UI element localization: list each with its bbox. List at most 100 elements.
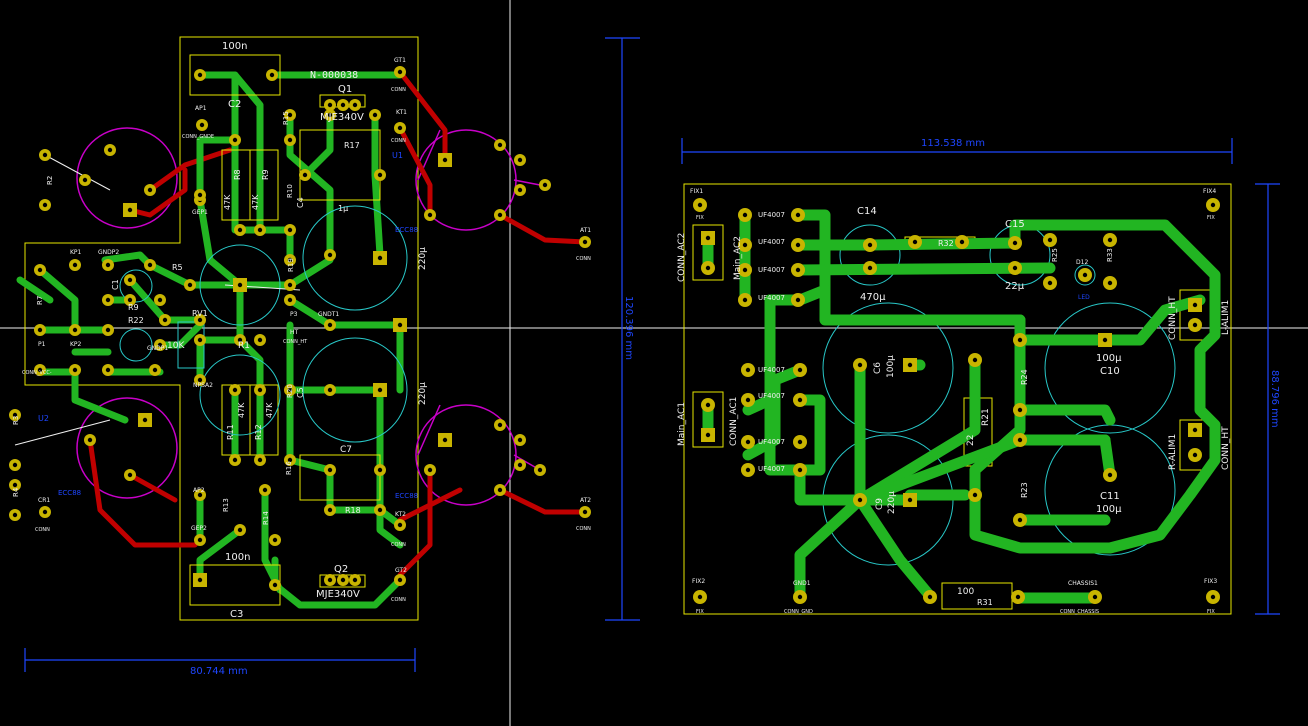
pad-hole (795, 297, 801, 303)
label-at2: AT2 (580, 497, 591, 504)
pad-hole (327, 507, 333, 513)
label-c7: C7 (340, 445, 352, 455)
pad-hole (287, 227, 293, 233)
pad-hole (497, 142, 503, 148)
label-conn-ac1: CONN_AC1 (729, 397, 739, 446)
pad-hole (582, 239, 588, 245)
pad-hole (105, 262, 111, 268)
pad-hole (37, 327, 43, 333)
label-fix1: FIX1 (690, 188, 703, 195)
label-c-1u: 1µ (338, 204, 348, 213)
pad-hole (1082, 272, 1088, 278)
label-main-ac2: Main_AC2 (733, 236, 743, 280)
pad-hole (1210, 594, 1216, 600)
pad-hole (857, 362, 863, 368)
pad-hole (237, 282, 243, 288)
pad-hole (237, 227, 243, 233)
pad-hole (742, 242, 748, 248)
label-r32: R32 (938, 239, 954, 248)
pad-hole (142, 417, 148, 423)
c3-ref: C3 (230, 609, 243, 620)
label-conn-ac2: CONN_AC2 (677, 233, 687, 282)
pad-hole (105, 327, 111, 333)
q2-ref: Q2 (334, 564, 348, 575)
pad-hole (105, 367, 111, 373)
label-r8: R8 (233, 169, 242, 180)
silk-cyan (119, 205, 408, 443)
top-copper-traces (87, 69, 588, 578)
pad-hole (107, 147, 113, 153)
pad-hole (197, 377, 203, 383)
pad-hole (327, 112, 333, 118)
pad-hole (705, 235, 711, 241)
pad-hole (377, 255, 383, 261)
label-ecc88-c: ECC88 (395, 492, 418, 500)
pad-hole (1012, 240, 1018, 246)
pad-hole (340, 577, 346, 583)
label-c9: C9 (875, 498, 885, 510)
pad-hole (1092, 594, 1098, 600)
label-r22: R22 (128, 316, 144, 325)
label-kt1: KT1 (396, 109, 407, 116)
label-r10: R10 (286, 184, 294, 198)
pad-hole (232, 137, 238, 143)
label-d12: D12 (1076, 259, 1088, 266)
pad-hole (37, 267, 43, 273)
pad-hole (232, 457, 238, 463)
pad-hole (42, 509, 48, 515)
label-gep1: GEP1 (192, 209, 208, 216)
label-c11-val: 100µ (1096, 504, 1122, 515)
left-labels: 100n C2 100n C3 N-000038 Q1 MJE340V Q2 M… (12, 41, 591, 620)
pad-hole (1047, 280, 1053, 286)
label-fix3: FIX3 (1204, 578, 1217, 585)
pad-hole (797, 367, 803, 373)
pad-hole (272, 537, 278, 543)
label-ht: HT (290, 329, 299, 336)
label-p3: P3 (290, 311, 298, 318)
label-r3: R3 (12, 416, 20, 425)
pad-hole (442, 157, 448, 163)
label-r14: R14 (262, 511, 270, 525)
label-gnd1: GND1 (793, 580, 811, 587)
label-u2: U2 (38, 414, 49, 423)
pad-hole (197, 72, 203, 78)
pad-hole (157, 342, 163, 348)
pad-hole (1015, 594, 1021, 600)
label-kp1: KP1 (70, 249, 82, 256)
label-r9b: R9 (128, 303, 139, 312)
label-r15: R15 (282, 111, 290, 125)
pad-hole (517, 187, 523, 193)
label-gt2: GT2 (395, 567, 407, 574)
label-diode-d10: UF4007 (758, 294, 785, 302)
pad-hole (127, 472, 133, 478)
label-c-220u-a: 220µ (418, 247, 428, 270)
label-at1: AT1 (580, 227, 591, 234)
pad-hole (742, 267, 748, 273)
q2-value: MJE340V (316, 589, 360, 600)
pad-hole (377, 507, 383, 513)
pad-hole (745, 467, 751, 473)
label-c10-val: 100µ (1096, 353, 1122, 364)
pad-hole (1017, 437, 1023, 443)
label-r33: R33 (1106, 248, 1114, 262)
label-conn-ht: CONN_HT (283, 339, 308, 345)
pad-hole (517, 437, 523, 443)
pad-hole (237, 337, 243, 343)
label-r16: R16 (285, 461, 293, 475)
dimension-right-height (1255, 183, 1280, 615)
label-diode-d4: UF4007 (758, 465, 785, 473)
label-l-alim1: L-ALIM1 (1221, 300, 1231, 335)
label-conn-ht-top: CONN_HT (1168, 296, 1178, 340)
pad-hole (257, 457, 263, 463)
label-ecc88-b: ECC88 (58, 489, 81, 497)
label-fix2: FIX2 (692, 578, 705, 585)
pad-hole (287, 282, 293, 288)
pad-hole (232, 387, 238, 393)
pad-hole (1017, 337, 1023, 343)
pad-hole (517, 462, 523, 468)
dimension-left-width (24, 648, 416, 672)
pad-hole (705, 402, 711, 408)
left-board: 100n C2 100n C3 N-000038 Q1 MJE340V Q2 M… (9, 36, 640, 677)
pad-hole (287, 457, 293, 463)
pad-hole (327, 467, 333, 473)
